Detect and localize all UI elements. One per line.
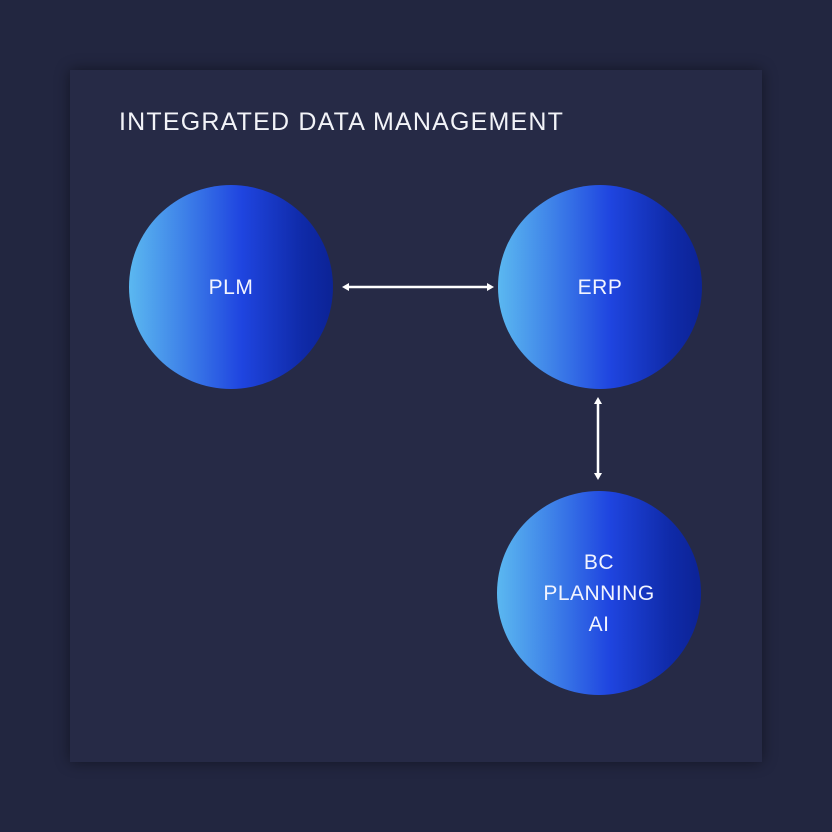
node-bc-planning-ai: BC PLANNING AI [497,491,701,695]
arrow-erp-bc [594,397,602,480]
node-label: ERP [577,275,623,299]
node-label: BC [583,550,615,574]
node-label: PLANNING [543,581,655,605]
node-plm: PLM [129,185,333,389]
arrow-plm-erp [342,283,494,291]
node-label: PLM [208,275,254,299]
node-label: AI [588,612,610,636]
diagram-title: INTEGRATED DATA MANAGEMENT [119,108,565,136]
node-erp: ERP [498,185,702,389]
